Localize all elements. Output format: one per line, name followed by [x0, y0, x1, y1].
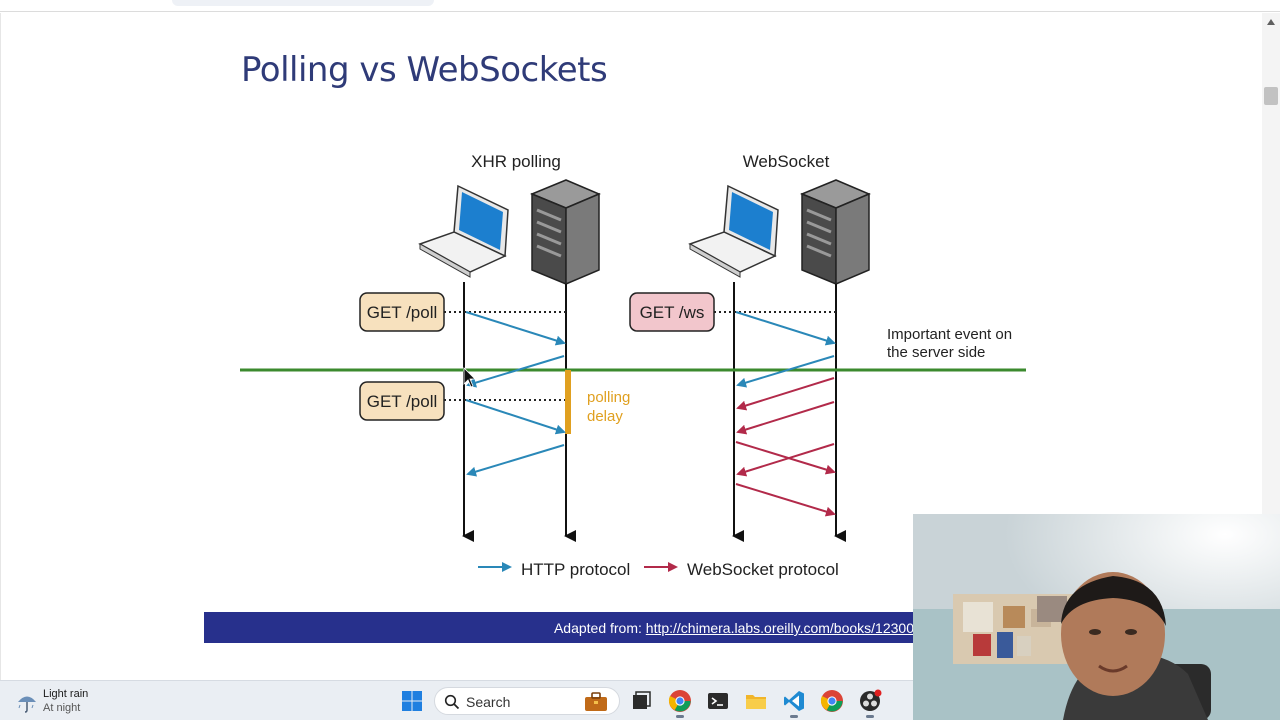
vertical-scrollbar[interactable] — [1262, 13, 1280, 680]
svg-text:GET /poll: GET /poll — [367, 392, 438, 411]
polling-delay-label-line1: polling — [587, 389, 630, 406]
browser-tab[interactable] — [172, 0, 434, 6]
legend-websocket-label: WebSocket protocol — [687, 560, 839, 579]
search-label: Search — [466, 694, 511, 710]
slide-footer-band: Adapted from: http://chimera.labs.oreill… — [204, 612, 924, 643]
weather-widget[interactable]: Light rain At night — [16, 687, 136, 715]
http-arrow — [465, 399, 566, 435]
weather-time: At night — [43, 702, 81, 714]
weather-condition: Light rain — [43, 688, 89, 700]
client-laptop-icon — [418, 184, 509, 278]
legend-http-label: HTTP protocol — [521, 560, 630, 579]
search-icon — [444, 694, 460, 710]
file-explorer-icon[interactable] — [744, 689, 768, 713]
webcam-overlay — [913, 514, 1280, 720]
client-laptop-icon — [688, 184, 779, 278]
briefcase-icon[interactable] — [583, 691, 609, 713]
xhr-polling-heading: XHR polling — [471, 152, 561, 171]
websocket-arrow — [735, 441, 836, 475]
websocket-arrow — [735, 483, 836, 517]
websocket-heading: WebSocket — [743, 152, 830, 171]
task-view-icon[interactable] — [629, 689, 653, 713]
chrome-icon[interactable] — [820, 689, 844, 713]
footer-prefix: Adapted from: — [553, 620, 646, 636]
taskbar-search-box[interactable]: Search — [434, 687, 620, 715]
scroll-up-arrow-icon[interactable] — [1267, 19, 1275, 25]
windows-start-icon[interactable] — [400, 689, 424, 713]
http-arrow — [466, 444, 565, 477]
websocket-arrow — [736, 401, 835, 435]
terminal-icon[interactable] — [706, 689, 730, 713]
http-arrow — [466, 355, 565, 388]
svg-text:GET /ws: GET /ws — [640, 303, 705, 322]
http-arrow — [736, 355, 835, 388]
footer-credit: Adapted from: http://chimera.labs.oreill… — [554, 620, 914, 636]
polling-delay-bar — [565, 370, 571, 434]
event-label-line2: the server side — [887, 344, 985, 361]
websocket-arrow — [736, 377, 835, 411]
mouse-cursor-icon — [463, 367, 476, 388]
http-arrow — [735, 311, 836, 346]
browser-top-strip — [0, 0, 1280, 12]
event-label-line1: Important event on — [887, 326, 1012, 343]
slide-title: Polling vs WebSockets — [241, 50, 608, 90]
http-arrow — [465, 311, 566, 346]
vscode-icon[interactable] — [782, 689, 806, 713]
polling-delay-label-line2: delay — [587, 408, 623, 425]
active-app-indicator — [790, 715, 798, 718]
active-app-indicator — [676, 715, 684, 718]
chrome-icon[interactable] — [668, 689, 692, 713]
server-icon — [800, 179, 871, 286]
umbrella-rain-icon — [18, 696, 36, 713]
svg-text:GET /poll: GET /poll — [367, 303, 438, 322]
get-ws-label: GET /ws — [629, 292, 715, 332]
server-icon — [530, 179, 601, 286]
websocket-arrow — [736, 443, 835, 477]
active-app-indicator — [866, 715, 874, 718]
scrollbar-thumb[interactable] — [1264, 87, 1278, 105]
get-poll-label-1: GET /poll — [359, 292, 445, 332]
webcam-feed-image — [913, 514, 1280, 720]
obs-icon[interactable] — [858, 689, 882, 713]
get-poll-label-2: GET /poll — [359, 381, 445, 421]
footer-source-link[interactable]: http://chimera.labs.oreilly.com/books/12… — [645, 620, 914, 636]
